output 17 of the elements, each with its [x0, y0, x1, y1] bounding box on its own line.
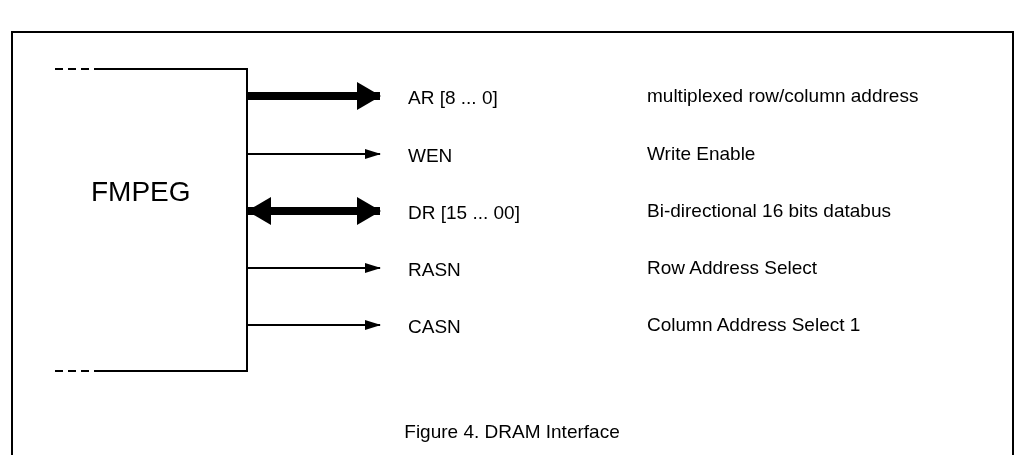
- figure-caption: Figure 4. DRAM Interface: [403, 420, 621, 444]
- signal-description: Write Enable: [647, 142, 756, 166]
- arrow: [247, 320, 381, 330]
- signal-description: Column Address Select 1: [647, 313, 861, 337]
- signal-description: Row Address Select: [647, 256, 818, 280]
- signal-name: DR [15 ... 00]: [408, 199, 520, 228]
- block-box: [55, 68, 248, 372]
- signal-description: multiplexed row/column address: [647, 84, 919, 108]
- signal-description: Bi-directional 16 bits databus: [647, 199, 891, 223]
- block-label: FMPEG: [91, 178, 191, 206]
- arrow: [247, 197, 381, 225]
- signal-name: CASN: [408, 313, 461, 342]
- arrow: [247, 263, 381, 273]
- arrow: [247, 149, 381, 159]
- signal-name: RASN: [408, 256, 461, 285]
- signal-name: WEN: [408, 142, 453, 171]
- signal-name: AR [8 ... 0]: [408, 84, 498, 113]
